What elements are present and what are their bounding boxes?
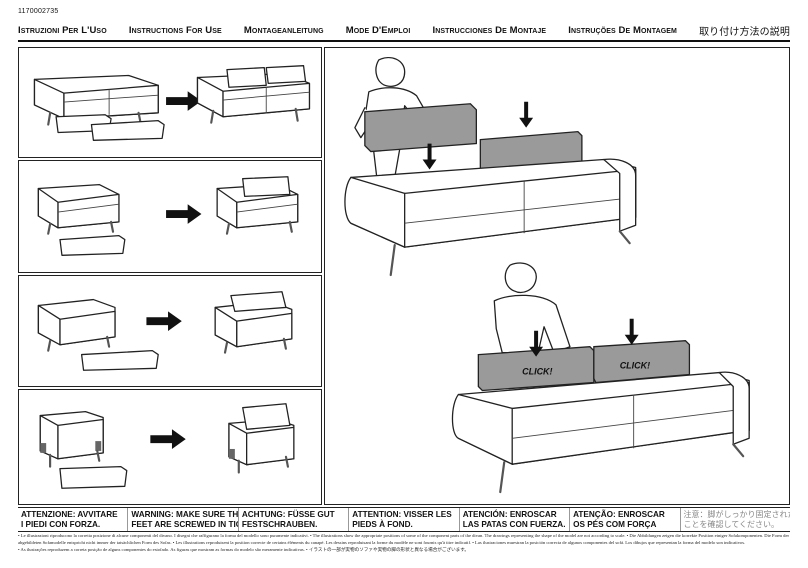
document-code: 1170002735 xyxy=(18,8,59,15)
arrow-right-icon xyxy=(146,311,182,331)
click-label-right: CLICK! xyxy=(620,361,650,371)
corner-assembled-drawing xyxy=(214,291,293,354)
title-pt: Instruções De Montagem xyxy=(568,24,677,36)
headrest-held-drawing xyxy=(364,103,478,153)
loose-headrest-drawing xyxy=(80,350,159,371)
title-de: Montageanleitung xyxy=(243,24,324,36)
person-clicking-headrest-drawing xyxy=(493,262,571,354)
disclaimer-text: • Le illustrazioni riproducono la corret… xyxy=(18,533,790,552)
title-it: Istruzioni Per L'Uso xyxy=(18,24,107,36)
click-label-left: CLICK! xyxy=(522,367,552,377)
main-assembly-panel: CLICK! CLICK! xyxy=(324,47,790,505)
steps-column xyxy=(18,47,324,505)
arrow-right-icon xyxy=(166,204,202,224)
armchair-assembled-drawing xyxy=(216,176,299,235)
arrow-down-icon xyxy=(529,330,544,357)
arrow-down-icon xyxy=(519,101,534,128)
title-fr: Mode D'Emploi xyxy=(345,24,411,36)
title-es: Instrucciones De Montaje xyxy=(432,24,547,36)
single-seat-illustration xyxy=(39,403,295,489)
loose-headrests-drawing xyxy=(55,114,165,141)
arrow-right-icon xyxy=(166,91,202,111)
single-seat-bare-drawing xyxy=(39,410,104,468)
sofa-bare-drawing xyxy=(33,74,159,126)
sofa-large-top-drawing xyxy=(344,158,637,277)
title-en: Instructions For Use xyxy=(128,24,222,36)
corner-bare-drawing xyxy=(37,298,116,352)
loose-headrest-drawing xyxy=(59,235,126,256)
loose-headrest-drawing xyxy=(59,466,128,489)
step-panel-corner xyxy=(18,275,322,387)
arrow-down-icon xyxy=(422,143,437,170)
single-seat-assembled-drawing xyxy=(228,403,295,474)
arrow-down-icon xyxy=(624,318,639,345)
armchair-illustration xyxy=(37,176,299,256)
title-jp: 取り付け方法の説明 xyxy=(699,26,790,38)
arrow-right-icon xyxy=(150,429,186,449)
step-panel-single xyxy=(18,389,322,505)
armchair-bare-drawing xyxy=(37,183,120,235)
sofa-assembled-drawing xyxy=(196,65,311,124)
title-bar: Istruzioni Per L'Uso Instructions For Us… xyxy=(18,20,790,42)
step-panel-sofa xyxy=(18,47,322,158)
warning-jp: 注意：脚がしっかり固定されたことを確認してください。 xyxy=(683,510,790,529)
step-panel-armchair xyxy=(18,160,322,273)
main-assembly-illustration: CLICK! CLICK! xyxy=(344,56,750,494)
corner-illustration xyxy=(37,291,293,371)
sofa-large-bottom-drawing xyxy=(451,371,750,494)
sofa-illustration xyxy=(33,65,311,141)
